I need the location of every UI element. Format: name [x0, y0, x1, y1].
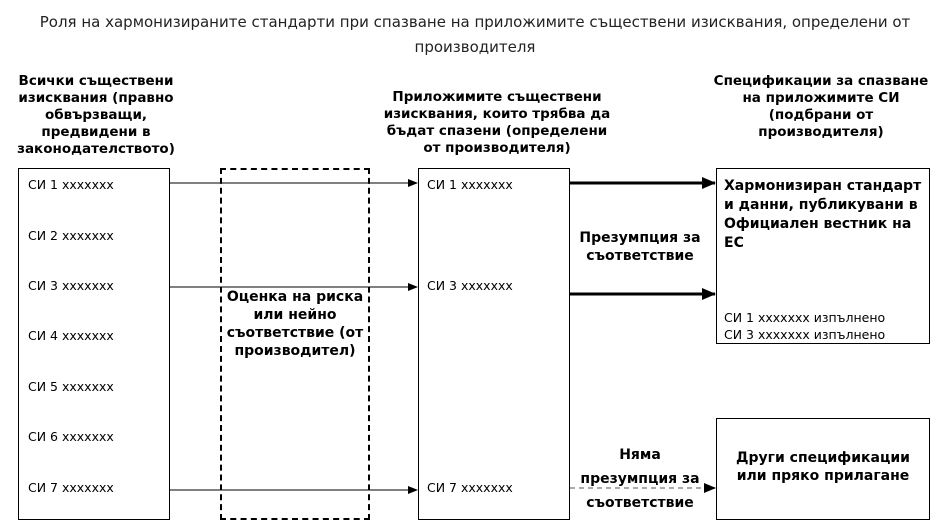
col2-item: СИ 7 xxxxxxx	[427, 480, 513, 495]
applicable-requirements-box	[418, 168, 570, 520]
other-specifications-text: Други спецификации или пряко прилагане	[736, 450, 910, 484]
risk-assessment-box	[220, 168, 370, 520]
col1-item: СИ 3 xxxxxxx	[28, 278, 114, 293]
col1-item: СИ 2 xxxxxxx	[28, 228, 114, 243]
all-requirements-box	[18, 168, 170, 520]
col3-heading: Спецификации за спазване на приложимите …	[713, 73, 929, 140]
col2-item: СИ 1 xxxxxxx	[427, 177, 513, 192]
harmonized-standard-box	[716, 168, 930, 344]
other-specifications-box	[716, 418, 930, 520]
diagram-title: Роля на хармонизираните стандарти при сп…	[39, 13, 911, 56]
presumption-label: Презумпция за съответствие	[579, 230, 701, 264]
harmonized-standard-text: Хармонизиран стандарт и данни, публикува…	[724, 178, 922, 251]
risk-assessment-label: Оценка на риска или нейно съответствие (…	[226, 289, 364, 359]
col2-heading: Приложимите съществени изисквания, които…	[383, 89, 611, 156]
fulfilled-item: СИ 3 xxxxxxx изпълнено	[724, 327, 886, 342]
col1-item: СИ 6 xxxxxxx	[28, 429, 114, 444]
fulfilled-item: СИ 1 xxxxxxx изпълнено	[724, 310, 886, 325]
col2-item: СИ 3 xxxxxxx	[427, 278, 513, 293]
col1-item: СИ 5 xxxxxxx	[28, 379, 114, 394]
col1-item: СИ 4 xxxxxxx	[28, 328, 114, 343]
col1-item: СИ 7 xxxxxxx	[28, 480, 114, 495]
col1-item: СИ 1 xxxxxxx	[28, 177, 114, 192]
col1-heading: Всички съществени изисквания (правно обв…	[17, 73, 175, 157]
no-presumption-label: Няма презумпция за съответствие	[580, 447, 700, 511]
